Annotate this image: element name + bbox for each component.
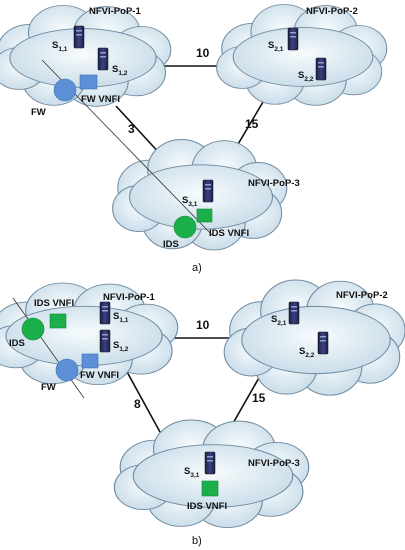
ids-vnfi-icon (49, 313, 67, 329)
fw-label: FW (41, 382, 56, 393)
link-weight: 15 (245, 117, 259, 131)
server-label: S2,2 (299, 346, 315, 359)
server-icon (288, 301, 300, 325)
ids-vnfi-label: IDS VNFI (209, 228, 249, 239)
server-icon (99, 329, 111, 353)
fw-vnfi-icon (81, 353, 99, 369)
server-label: S2,1 (271, 314, 287, 327)
server-label: S3,1 (182, 195, 198, 208)
server-label: S1,2 (113, 340, 129, 353)
server-icon (204, 451, 216, 475)
pop1-name: NFVI-PoP-1 (89, 6, 141, 17)
link-weight: 15 (252, 391, 266, 405)
link-weight: 3 (128, 122, 135, 136)
cloud-pop-2 (216, 3, 388, 106)
server-label: S2,2 (298, 70, 314, 83)
pop1-name: NFVI-PoP-1 (103, 292, 155, 303)
panel-caption: a) (192, 262, 202, 274)
server-label: S1,1 (113, 311, 129, 324)
link-weight: 10 (196, 318, 210, 332)
fw-function-icon (55, 358, 79, 382)
ids-label: IDS (163, 239, 179, 250)
ids-vnfi-icon (196, 208, 213, 223)
server-icon (99, 301, 111, 325)
path-line (12, 297, 85, 399)
server-icon (317, 331, 329, 355)
pop2-name: NFVI-PoP-2 (306, 6, 358, 17)
pop2-name: NFVI-PoP-2 (336, 290, 388, 301)
server-icon (287, 27, 299, 51)
panel-caption: b) (192, 535, 202, 547)
fw-vnfi-icon (79, 74, 98, 90)
server-icon (315, 57, 327, 81)
ids-vnfi-label: IDS VNFI (187, 501, 227, 512)
panel-a: NFVI-PoP-1 NFVI-PoP-2 NFVI-PoP-3 S1,1 S1… (0, 3, 388, 274)
ids-function-icon (173, 215, 197, 239)
link-pop1-pop3 (115, 105, 163, 157)
cloud-pop-3 (111, 138, 288, 251)
pop3-name: NFVI-PoP-3 (248, 458, 300, 469)
server-label: S1,1 (52, 40, 68, 53)
fw-function-icon (53, 78, 77, 102)
link-weight: 8 (134, 397, 141, 411)
ids-vnfi-label: IDS VNFI (34, 298, 74, 309)
ids-function-icon (21, 317, 45, 341)
pop3-name: NFVI-PoP-3 (248, 178, 300, 189)
link-weight: 10 (196, 46, 210, 60)
server-label: S1,2 (112, 64, 128, 77)
panel-b: NFVI-PoP-1 NFVI-PoP-2 NFVI-PoP-3 S1,1 S1… (0, 279, 405, 547)
fw-vnfi-label: FW VNFI (80, 370, 119, 381)
server-icon (97, 47, 109, 71)
server-label: S2,1 (268, 40, 284, 53)
cloud-pop-1 (0, 4, 172, 107)
link-pop1-pop3 (125, 369, 161, 433)
ids-vnfi-icon (201, 480, 219, 497)
fw-label: FW (31, 107, 46, 118)
server-label: S3,1 (184, 466, 200, 479)
server-icon (73, 25, 85, 49)
ids-label: IDS (9, 338, 25, 349)
fw-vnfi-label: FW VNFI (81, 94, 120, 105)
server-icon (202, 179, 214, 203)
